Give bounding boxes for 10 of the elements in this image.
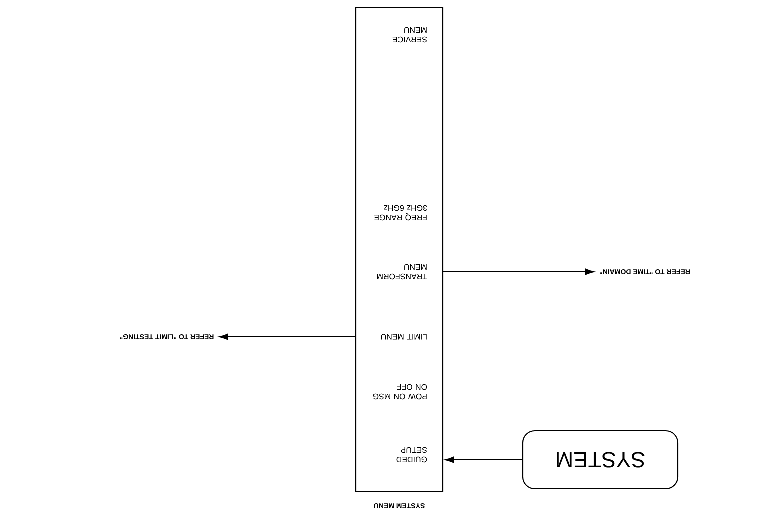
arrow bbox=[219, 334, 356, 340]
softkey-label: LIMIT MENU bbox=[381, 334, 427, 340]
softkey-label: POW ON MSG ON OFF bbox=[373, 384, 428, 400]
softkey-label: GUIDED SETUP bbox=[396, 447, 428, 463]
arrow bbox=[442, 268, 594, 276]
softkey-label: SERVICE MENU bbox=[392, 27, 428, 43]
key-box: SYSTEM bbox=[522, 430, 679, 490]
arrow bbox=[445, 456, 523, 464]
softkey-label: FREQ RANGE 3GHz 6GHz bbox=[374, 205, 428, 221]
softkey-label: TRANSFORM MENU bbox=[378, 264, 428, 280]
